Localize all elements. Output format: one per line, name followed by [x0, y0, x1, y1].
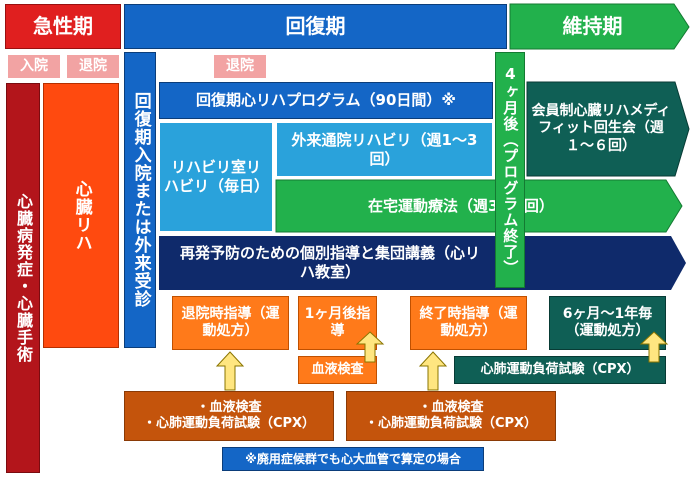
phase-recovery-header: 回復期 — [124, 4, 507, 49]
phase-acute-label: 急性期 — [33, 14, 93, 38]
prevention-box: 再発予防のための個別指導と集団講義（心リハ教室） — [175, 236, 485, 290]
cpx-box: 心肺運動負荷試験（CPX） — [454, 356, 666, 384]
prevention-arrow — [159, 236, 686, 290]
recovery-inpatient-label: 回復期入院または外来受診 — [130, 92, 151, 308]
program-title-bar: 回復期心リハプログラム（90日間）※ — [159, 82, 493, 119]
discharge-guidance-box: 退院時指導（運動処方） — [172, 296, 289, 350]
end-guidance-label: 終了時指導（運動処方） — [419, 305, 518, 340]
phase-acute-header: 急性期 — [5, 4, 121, 49]
tests-box-left: ・血液検査 ・心肺運動負荷試験（CPX） — [124, 391, 334, 441]
home-exercise-label: 在宅運動療法（週3〜5回） — [368, 196, 554, 215]
four-month-label: 4ヶ月後（プログラム終了） — [501, 64, 520, 276]
tests-right-label: ・血液検査 ・心肺運動負荷試験（CPX） — [364, 399, 538, 431]
blood-test-box: 血液検査 — [298, 356, 377, 384]
admission-tag: 入院 — [7, 54, 61, 79]
onset-column: 心臓病発症・心臓手術 — [6, 83, 40, 473]
rehab-room-label: リハビリ室リハビリ（毎日） — [164, 158, 270, 195]
blood-test-label: 血液検査 — [311, 361, 364, 377]
discharge-tag-acute-label: 退院 — [79, 57, 107, 74]
phase-recovery-label: 回復期 — [285, 14, 346, 38]
six-month-label: 6ヶ月〜1年毎（運動処方） — [562, 305, 653, 340]
phase-maintenance-label: 維持期 — [562, 14, 623, 38]
membership-box: 会員制心臓リハメディフィット回生会（週１〜６回） — [527, 82, 675, 176]
acute-rehab-box: 心臓リハ — [43, 83, 119, 348]
onset-label: 心臓病発症・心臓手術 — [14, 193, 33, 363]
home-exercise-box: 在宅運動療法（週3〜5回） — [296, 180, 626, 232]
program-title: 回復期心リハプログラム（90日間）※ — [195, 91, 456, 110]
membership-arrow — [526, 81, 690, 177]
cpx-label: 心肺運動負荷試験（CPX） — [480, 361, 640, 377]
rehab-room-box: リハビリ室リハビリ（毎日） — [159, 122, 273, 232]
up-arrow-icon — [355, 331, 385, 363]
tests-box-right: ・血液検査 ・心肺運動負荷試験（CPX） — [346, 391, 556, 441]
membership-label: 会員制心臓リハメディフィット回生会（週１〜６回） — [531, 102, 671, 154]
one-month-guidance-label: 1ヶ月後指導 — [304, 305, 371, 340]
end-guidance-box: 終了時指導（運動処方） — [410, 296, 527, 350]
up-arrow-icon — [418, 351, 448, 391]
footnote-box: ※廃用症候群でも心大血管で算定の場合 — [222, 447, 484, 471]
phase-maintenance-header: 維持期 — [510, 4, 675, 49]
discharge-tag-acute: 退院 — [66, 54, 120, 79]
prevention-label: 再発予防のための個別指導と集団講義（心リハ教室） — [179, 244, 480, 281]
admission-tag-label: 入院 — [20, 57, 48, 74]
up-arrow-icon — [639, 331, 669, 363]
tests-left-label: ・血液検査 ・心肺運動負荷試験（CPX） — [142, 399, 316, 431]
discharge-tag-recovery: 退院 — [213, 54, 267, 79]
phase-maintenance-arrow — [509, 3, 690, 50]
home-exercise-arrow — [275, 179, 683, 233]
outpatient-rehab-label: 外来通院リハビリ（週1〜3回） — [291, 130, 478, 168]
outpatient-rehab-box: 外来通院リハビリ（週1〜3回） — [276, 122, 493, 177]
acute-rehab-label: 心臓リハ — [71, 179, 92, 252]
footnote-label: ※廃用症候群でも心大血管で算定の場合 — [245, 451, 461, 466]
discharge-guidance-label: 退院時指導（運動処方） — [181, 305, 280, 340]
up-arrow-icon — [215, 351, 245, 391]
discharge-tag-recovery-label: 退院 — [226, 57, 254, 74]
four-month-column: 4ヶ月後（プログラム終了） — [495, 52, 525, 288]
recovery-inpatient-column: 回復期入院または外来受診 — [124, 52, 156, 348]
